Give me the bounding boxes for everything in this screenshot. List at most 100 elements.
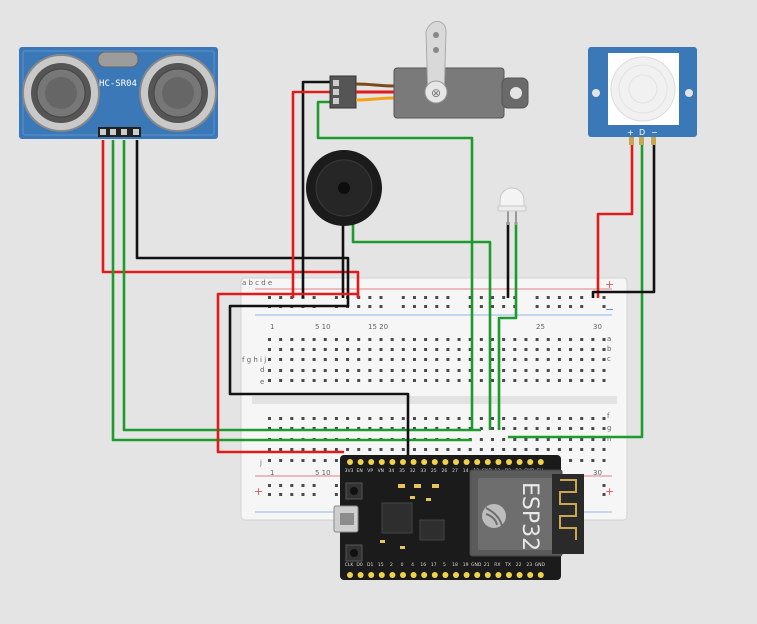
breadboard-hole — [602, 438, 606, 441]
esp32-top-pin[interactable] — [506, 459, 512, 465]
breadboard-hole — [591, 427, 595, 430]
breadboard-hole — [502, 438, 506, 441]
breadboard-hole — [580, 348, 584, 351]
breadboard-hole — [602, 484, 606, 487]
esp32-top-pin[interactable] — [400, 459, 406, 465]
esp32-top-pin[interactable] — [453, 459, 459, 465]
breadboard-hole — [502, 417, 506, 420]
breadboard-hole — [569, 358, 573, 361]
esp32-top-pin[interactable] — [495, 459, 502, 465]
breadboard-hole — [602, 379, 606, 382]
breadboard-hole — [268, 493, 271, 496]
breadboard-hole — [268, 448, 271, 451]
esp32-top-pin[interactable] — [357, 459, 364, 465]
esp32-bottom-pin[interactable] — [537, 572, 544, 578]
breadboard-hole — [546, 379, 550, 382]
esp32-top-pin[interactable] — [463, 459, 470, 465]
esp32-top-pin[interactable] — [368, 459, 375, 465]
led[interactable] — [497, 187, 527, 225]
esp32-bottom-pin[interactable] — [389, 572, 396, 578]
breadboard-hole — [290, 379, 294, 382]
esp32-bottom-pin[interactable] — [347, 572, 353, 578]
breadboard-hole — [491, 438, 494, 441]
ultrasonic-sensor[interactable]: HC-SR04 — [19, 47, 218, 139]
breadboard-hole — [557, 369, 561, 372]
breadboard-row-right-a: a — [607, 335, 611, 343]
breadboard-hole — [357, 448, 361, 451]
esp32-bottom-pin[interactable] — [368, 572, 375, 578]
esp32-bottom-pin[interactable] — [527, 572, 534, 578]
breadboard-hole — [301, 427, 305, 430]
esp32-top-pin[interactable] — [474, 459, 481, 465]
breadboard-hole — [401, 379, 405, 382]
breadboard-hole — [580, 417, 584, 420]
esp32-bottom-pin[interactable] — [474, 572, 481, 578]
breadboard-hole — [569, 379, 573, 382]
breadboard-hole — [412, 358, 416, 361]
breadboard-row-right-c: c — [607, 355, 611, 363]
esp32-bottom-pin-label: D1 — [367, 562, 373, 568]
breadboard-hole — [457, 417, 461, 420]
esp32-bottom-pin[interactable] — [453, 572, 459, 578]
breadboard-hole — [468, 338, 472, 341]
breadboard-hole — [279, 379, 283, 382]
breadboard-hole — [446, 379, 450, 382]
wire-sonar-echo — [122, 140, 481, 432]
wire-buzzer-signal — [351, 222, 492, 430]
breadboard-hole — [569, 459, 573, 462]
wire-sonar-trig — [111, 140, 472, 442]
pir-pin-d: D — [639, 128, 645, 137]
breadboard-hole — [502, 348, 506, 351]
esp32-top-pin[interactable] — [378, 459, 385, 465]
esp32-bottom-pin[interactable] — [357, 572, 364, 578]
esp32-bottom-pin[interactable] — [400, 572, 406, 578]
espressif-logo-icon — [482, 504, 506, 528]
esp32-top-pin[interactable] — [516, 459, 523, 465]
esp32-top-pin[interactable] — [537, 459, 544, 465]
boot-button[interactable] — [345, 482, 363, 500]
breadboard-hole — [569, 369, 573, 372]
breadboard-hole — [435, 417, 439, 420]
breadboard-hole — [468, 305, 472, 308]
breadboard-hole — [334, 493, 338, 496]
esp32-bottom-pin[interactable] — [484, 572, 491, 578]
breadboard-hole — [524, 438, 528, 441]
esp32-bottom-pin[interactable] — [463, 572, 470, 578]
esp32-top-pin[interactable] — [347, 459, 353, 465]
esp32-bottom-pin[interactable] — [495, 572, 502, 578]
esp32-top-pin[interactable] — [410, 459, 417, 465]
esp32-bottom-pin[interactable] — [378, 572, 385, 578]
breadboard-hole — [334, 338, 338, 341]
esp32-top-pin[interactable] — [442, 459, 449, 465]
piezo-buzzer[interactable] — [306, 150, 382, 226]
breadboard-hole — [569, 417, 573, 420]
breadboard-hole — [580, 358, 584, 361]
esp32-bottom-pin[interactable] — [410, 572, 417, 578]
esp32-bottom-pin[interactable] — [421, 572, 428, 578]
breadboard-hole — [424, 358, 428, 361]
esp32-top-pin[interactable] — [484, 459, 491, 465]
esp32-top-pin[interactable] — [421, 459, 428, 465]
reset-button[interactable] — [345, 544, 363, 562]
esp32-bottom-pin[interactable] — [431, 572, 438, 578]
esp32-bottom-pin[interactable] — [506, 572, 512, 578]
esp32-bottom-pin[interactable] — [442, 572, 449, 578]
esp32-top-pin-label: 14 — [463, 468, 469, 474]
breadboard-hole — [557, 296, 561, 299]
breadboard-hole — [401, 305, 405, 308]
breadboard-hole — [513, 427, 517, 430]
breadboard-hole — [357, 369, 361, 372]
esp32-bottom-pin[interactable] — [516, 572, 523, 578]
breadboard-hole — [569, 448, 573, 451]
esp32-top-pin[interactable] — [431, 459, 438, 465]
esp32-board[interactable]: 3V3ENVPVN343532332526271412GND13D2D3CMD5… — [333, 455, 584, 580]
servo-motor[interactable]: ⊗ — [329, 21, 529, 119]
breadboard-minus-top: − — [605, 303, 614, 316]
esp32-bottom-pin-label: 2 — [390, 562, 393, 568]
breadboard-hole — [502, 358, 506, 361]
esp32-bottom-pin-label: 23 — [526, 562, 532, 568]
pir-sensor[interactable]: + D − — [588, 47, 697, 145]
esp32-top-pin[interactable] — [527, 459, 534, 465]
breadboard-hole — [591, 358, 595, 361]
esp32-top-pin[interactable] — [389, 459, 396, 465]
